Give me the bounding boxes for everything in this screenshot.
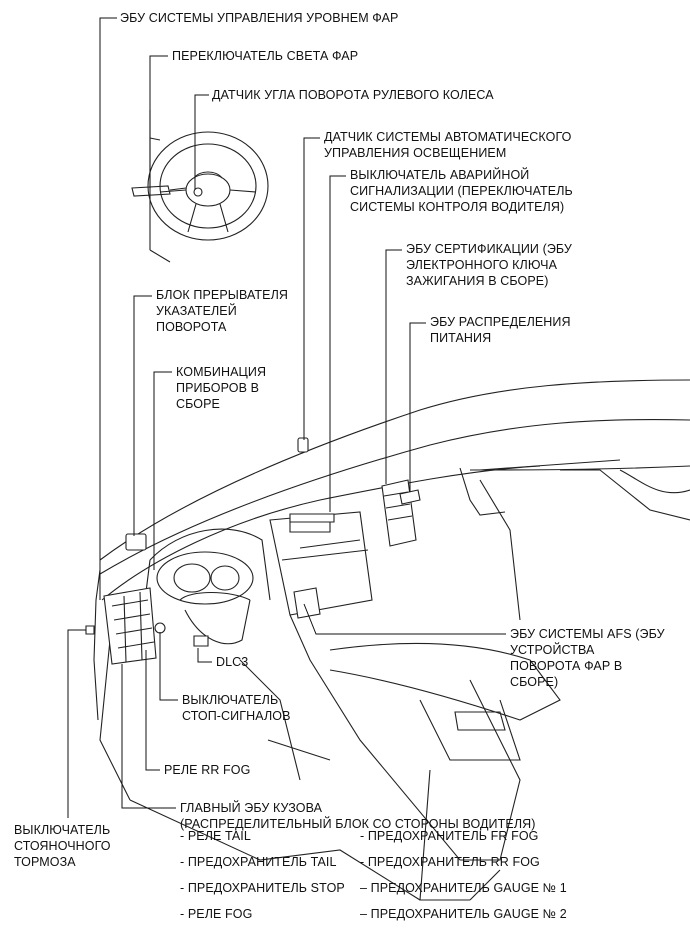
- leader-lines: [67, 17, 506, 818]
- label-afs-ecu: ЭБУ СИСТЕМЫ AFS (ЭБУ УСТРОЙСТВА ПОВОРОТА Ф…: [510, 626, 665, 690]
- components-list-right-line-3: – ПРЕДОХРАНИТЕЛЬ GAUGE № 1: [360, 881, 567, 895]
- leader-parking-brake-switch: [67, 629, 86, 818]
- label-parking-brake-switch-line-1: ВЫКЛЮЧАТЕЛЬ: [14, 823, 111, 837]
- label-power-distribution-ecu-line-2: ПИТАНИЯ: [430, 331, 492, 345]
- label-rr-fog-relay: РЕЛЕ RR FOG: [164, 762, 250, 778]
- components-list-left-line-2: - ПРЕДОХРАНИТЕЛЬ TAIL: [180, 855, 337, 869]
- components-list-left-line-1: - РЕЛЕ TAIL: [180, 829, 251, 843]
- label-hazard-switch: ВЫКЛЮЧАТЕЛЬ АВАРИЙНОЙ СИГНАЛИЗАЦИИ (ПЕРЕК…: [350, 167, 573, 215]
- label-flasher-line-3: ПОВОРОТА: [156, 320, 227, 334]
- leader-main-body-ecu: [121, 664, 176, 809]
- leader-dlc3: [197, 648, 212, 663]
- leader-flasher: [133, 295, 152, 536]
- label-combination-meter-line-3: СБОРЕ: [176, 397, 220, 411]
- components-list-right-line-4: – ПРЕДОХРАНИТЕЛЬ GAUGE № 2: [360, 907, 567, 921]
- label-hazard-switch-line-1: ВЫКЛЮЧАТЕЛЬ АВАРИЙНОЙ: [350, 168, 530, 182]
- label-stop-lamp-switch-line-2: СТОП-СИГНАЛОВ: [182, 709, 291, 723]
- leader-afs-ecu: [303, 603, 506, 635]
- leader-headlight-level-ecu: [99, 17, 117, 600]
- leader-power-distribution-ecu: [409, 322, 426, 492]
- label-certification-ecu: ЭБУ СЕРТИФИКАЦИИ (ЭБУ ЭЛЕКТРОННОГО КЛЮЧА З…: [406, 241, 572, 289]
- leader-stop-lamp-switch: [159, 632, 178, 701]
- label-combination-meter-line-2: ПРИБОРОВ В: [176, 381, 260, 395]
- label-parking-brake-switch: ВЫКЛЮЧАТЕЛЬ СТОЯНОЧНОГО ТОРМОЗА: [14, 822, 111, 870]
- label-parking-brake-switch-line-3: ТОРМОЗА: [14, 855, 76, 869]
- components-list-left-line-4: - РЕЛЕ FOG: [180, 907, 253, 921]
- label-stop-lamp-switch: ВЫКЛЮЧАТЕЛЬ СТОП-СИГНАЛОВ: [182, 692, 291, 724]
- label-steering-angle-sensor-line-1: ДАТЧИК УГЛА ПОВОРОТА РУЛЕВОГО КОЛЕСА: [212, 88, 494, 102]
- label-hazard-switch-line-3: СИСТЕМЫ КОНТРОЛЯ ВОДИТЕЛЯ): [350, 200, 565, 214]
- label-auto-light-sensor-line-1: ДАТЧИК СИСТЕМЫ АВТОМАТИЧЕСКОГО: [324, 130, 572, 144]
- label-flasher-line-1: БЛОК ПРЕРЫВАТЕЛЯ: [156, 288, 289, 302]
- label-headlight-level-ecu-line-1: ЭБУ СИСТЕМЫ УПРАВЛЕНИЯ УРОВНЕМ ФАР: [120, 11, 399, 25]
- leader-steering-angle-sensor: [194, 94, 209, 190]
- label-auto-light-sensor: ДАТЧИК СИСТЕМЫ АВТОМАТИЧЕСКОГО УПРАВЛЕНИЯ…: [324, 129, 571, 161]
- label-stop-lamp-switch-line-1: ВЫКЛЮЧАТЕЛЬ: [182, 693, 279, 707]
- label-main-body-ecu: ГЛАВНЫЙ ЭБУ КУЗОВА (РАСПРЕДЕЛИТЕЛЬНЫЙ БЛО…: [180, 800, 536, 832]
- label-power-distribution-ecu: ЭБУ РАСПРЕДЕЛЕНИЯ ПИТАНИЯ: [430, 314, 571, 346]
- label-afs-ecu-line-1: ЭБУ СИСТЕМЫ AFS (ЭБУ: [510, 627, 665, 641]
- label-headlight-switch: ПЕРЕКЛЮЧАТЕЛЬ СВЕТА ФАР: [172, 48, 358, 64]
- label-headlight-level-ecu: ЭБУ СИСТЕМЫ УПРАВЛЕНИЯ УРОВНЕМ ФАР: [120, 10, 399, 26]
- leader-combination-meter: [153, 371, 172, 570]
- label-dlc3: DLC3: [216, 654, 248, 670]
- label-hazard-switch-line-2: СИГНАЛИЗАЦИИ (ПЕРЕКЛЮЧАТЕЛЬ: [350, 184, 573, 198]
- component-shapes: [86, 438, 420, 664]
- label-afs-ecu-line-3: ПОВОРОТА ФАР В: [510, 659, 623, 673]
- label-main-body-ecu-line-2: (РАСПРЕДЕЛИТЕЛЬНЫЙ БЛОК СО СТОРОНЫ ВОДИТ…: [180, 817, 536, 831]
- components-list-right-line-1: - ПРЕДОХРАНИТЕЛЬ FR FOG: [360, 829, 539, 843]
- label-certification-ecu-line-1: ЭБУ СЕРТИФИКАЦИИ (ЭБУ: [406, 242, 572, 256]
- leader-certification-ecu: [385, 249, 402, 484]
- label-headlight-switch-line-1: ПЕРЕКЛЮЧАТЕЛЬ СВЕТА ФАР: [172, 49, 359, 63]
- label-afs-ecu-line-4: СБОРЕ): [510, 675, 559, 689]
- label-flasher: БЛОК ПРЕРЫВАТЕЛЯ УКАЗАТЕЛЕЙ ПОВОРОТА: [156, 287, 288, 335]
- components-list-left-line-3: - ПРЕДОХРАНИТЕЛЬ STOP: [180, 881, 345, 895]
- leader-rr-fog-relay: [145, 650, 160, 771]
- label-rr-fog-relay-line-1: РЕЛЕ RR FOG: [164, 763, 251, 777]
- label-steering-angle-sensor: ДАТЧИК УГЛА ПОВОРОТА РУЛЕВОГО КОЛЕСА: [212, 87, 494, 103]
- label-auto-light-sensor-line-2: УПРАВЛЕНИЯ ОСВЕЩЕНИЕМ: [324, 146, 507, 160]
- label-certification-ecu-line-3: ЗАЖИГАНИЯ В СБОРЕ): [406, 274, 549, 288]
- label-main-body-ecu-line-1: ГЛАВНЫЙ ЭБУ КУЗОВА: [180, 801, 323, 815]
- label-dlc3-line-1: DLC3: [216, 655, 249, 669]
- components-list-left: - РЕЛЕ TAIL - ПРЕДОХРАНИТЕЛЬ TAIL - ПРЕДОХ…: [180, 828, 345, 932]
- label-parking-brake-switch-line-2: СТОЯНОЧНОГО: [14, 839, 111, 853]
- components-list-right-line-2: - ПРЕДОХРАНИТЕЛЬ RR FOG: [360, 855, 540, 869]
- leader-headlight-switch: [149, 55, 168, 188]
- label-certification-ecu-line-2: ЭЛЕКТРОННОГО КЛЮЧА: [406, 258, 558, 272]
- steering-wheel-illustration: [132, 110, 268, 262]
- label-combination-meter-line-1: КОМБИНАЦИЯ: [176, 365, 267, 379]
- label-power-distribution-ecu-line-1: ЭБУ РАСПРЕДЕЛЕНИЯ: [430, 315, 571, 329]
- leader-hazard-switch: [329, 175, 346, 512]
- label-afs-ecu-line-2: УСТРОЙСТВА: [510, 643, 595, 657]
- label-combination-meter: КОМБИНАЦИЯ ПРИБОРОВ В СБОРЕ: [176, 364, 266, 412]
- leader-auto-light-sensor: [303, 137, 320, 440]
- label-flasher-line-2: УКАЗАТЕЛЕЙ: [156, 304, 237, 318]
- components-list-right: - ПРЕДОХРАНИТЕЛЬ FR FOG - ПРЕДОХРАНИТЕЛЬ …: [360, 828, 567, 932]
